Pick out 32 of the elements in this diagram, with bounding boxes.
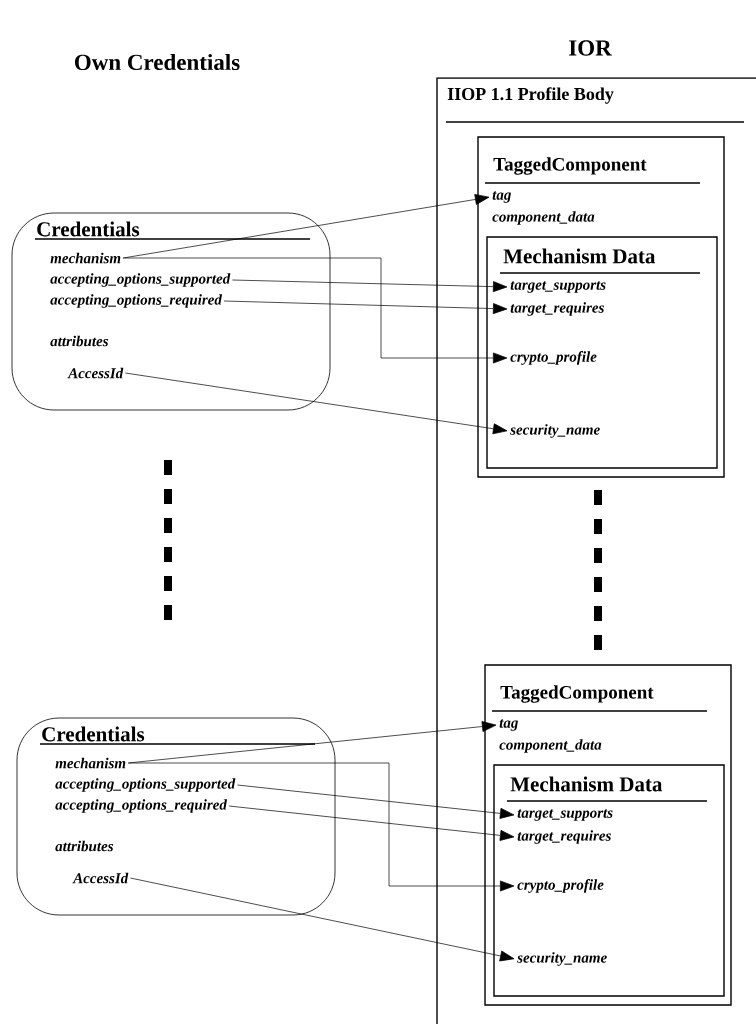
- field-name: AccessId: [72, 872, 129, 884]
- heading: IOR: [569, 40, 612, 56]
- arrow: [127, 762, 515, 892]
- field-name: crypto_profile: [510, 351, 597, 365]
- field-name: tag: [499, 719, 518, 731]
- field-name: attributes: [50, 335, 109, 347]
- arrow: [130, 877, 515, 962]
- field-name: AccessId: [67, 367, 124, 379]
- arrow: [122, 257, 508, 364]
- field-name: attributes: [55, 840, 114, 852]
- field-name: target_supports: [510, 281, 606, 293]
- field-name: accepting_options_required: [50, 294, 223, 308]
- heading: Own Credentials: [74, 53, 240, 71]
- arrow: [228, 805, 515, 841]
- field-name: crypto_profile: [517, 879, 604, 893]
- field-name: accepting_options_supported: [55, 778, 236, 792]
- field-name: accepting_options_supported: [50, 273, 231, 287]
- arrow: [232, 279, 508, 293]
- field-name: accepting_options_required: [55, 799, 228, 813]
- field-name: target_requires: [517, 830, 611, 844]
- arrow: [125, 372, 508, 435]
- field-name: mechanism: [50, 252, 121, 264]
- field-name: security_name: [510, 424, 600, 438]
- arrow: [223, 300, 508, 315]
- field-name: component_data: [499, 739, 602, 753]
- field-name: mechanism: [55, 757, 126, 769]
- field-name: security_name: [517, 952, 607, 966]
- field-name: target_requires: [510, 302, 604, 316]
- field-name: tag: [492, 191, 511, 203]
- arrow: [237, 784, 515, 819]
- field-name: target_supports: [517, 809, 613, 821]
- field-name: component_data: [492, 211, 595, 225]
